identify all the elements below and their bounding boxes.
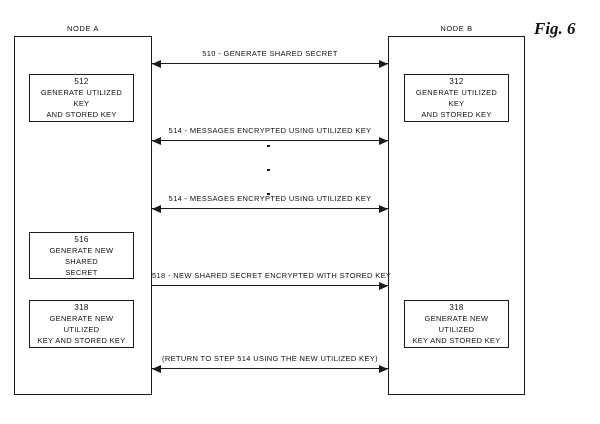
message-514-second-label: 514 - MESSAGES ENCRYPTED USING UTILIZED … [168,194,372,203]
step-318-a-text: GENERATE NEW UTILIZED KEY AND STORED KEY [37,314,126,345]
arrowhead-left-icon [152,204,161,213]
step-318-b-number: 318 [449,303,464,312]
message-518-label: 518 - NEW SHARED SECRET ENCRYPTED WITH S… [152,271,392,280]
step-box-312: 312 GENERATE UTILIZED KEY AND STORED KEY [404,74,509,122]
node-b-title: NODE B [440,24,473,33]
message-510-line [152,63,388,64]
ellipsis-dot [267,192,270,195]
message-510: 510 - GENERATE SHARED SECRET [152,40,388,68]
message-518-line [152,285,388,286]
step-516-number: 516 [74,234,89,244]
message-514-first-line [152,140,388,141]
arrowhead-left-icon [152,136,161,145]
message-return: (RETURN TO STEP 514 USING THE NEW UTILIZ… [152,345,388,373]
arrowhead-right-icon [379,204,388,213]
message-return-label: (RETURN TO STEP 514 USING THE NEW UTILIZ… [162,354,378,363]
step-512-number: 512 [74,77,89,86]
message-514-first: 514 - MESSAGES ENCRYPTED USING UTILIZED … [152,117,388,145]
ellipsis-dot [267,168,270,172]
arrowhead-right-icon [379,281,388,290]
step-318-a-number: 318 [74,303,89,312]
figure-caption: Fig. 6 [534,19,576,38]
step-516-text: GENERATE NEW SHARED SECRET [49,245,114,277]
step-312-number: 312 [449,77,464,86]
message-518: 518 - NEW SHARED SECRET ENCRYPTED WITH S… [152,262,392,290]
arrowhead-left-icon [152,59,161,68]
step-box-512: 512 GENERATE UTILIZED KEY AND STORED KEY [29,74,134,122]
arrowhead-right-icon [379,59,388,68]
message-514-first-label: 514 - MESSAGES ENCRYPTED USING UTILIZED … [168,126,372,135]
message-514-second-line [152,208,388,209]
node-a-title: NODE A [67,24,99,33]
message-514-second: 514 - MESSAGES ENCRYPTED USING UTILIZED … [152,185,388,213]
step-box-318-node-a: 318 GENERATE NEW UTILIZED KEY AND STORED… [29,300,134,348]
arrowhead-right-icon [379,364,388,373]
arrowhead-left-icon [152,364,161,373]
step-318-b-text: GENERATE NEW UTILIZED KEY AND STORED KEY [412,314,501,345]
step-512-text: GENERATE UTILIZED KEY AND STORED KEY [40,88,123,119]
ellipsis-dot [267,145,270,148]
message-return-line [152,368,388,369]
step-box-516: 516 GENERATE NEW SHARED SECRET [29,232,134,279]
arrowhead-right-icon [379,136,388,145]
continuation-ellipsis [267,145,270,195]
step-box-318-node-b: 318 GENERATE NEW UTILIZED KEY AND STORED… [404,300,509,348]
step-312-text: GENERATE UTILIZED KEY AND STORED KEY [415,88,498,119]
message-510-label: 510 - GENERATE SHARED SECRET [202,49,338,58]
